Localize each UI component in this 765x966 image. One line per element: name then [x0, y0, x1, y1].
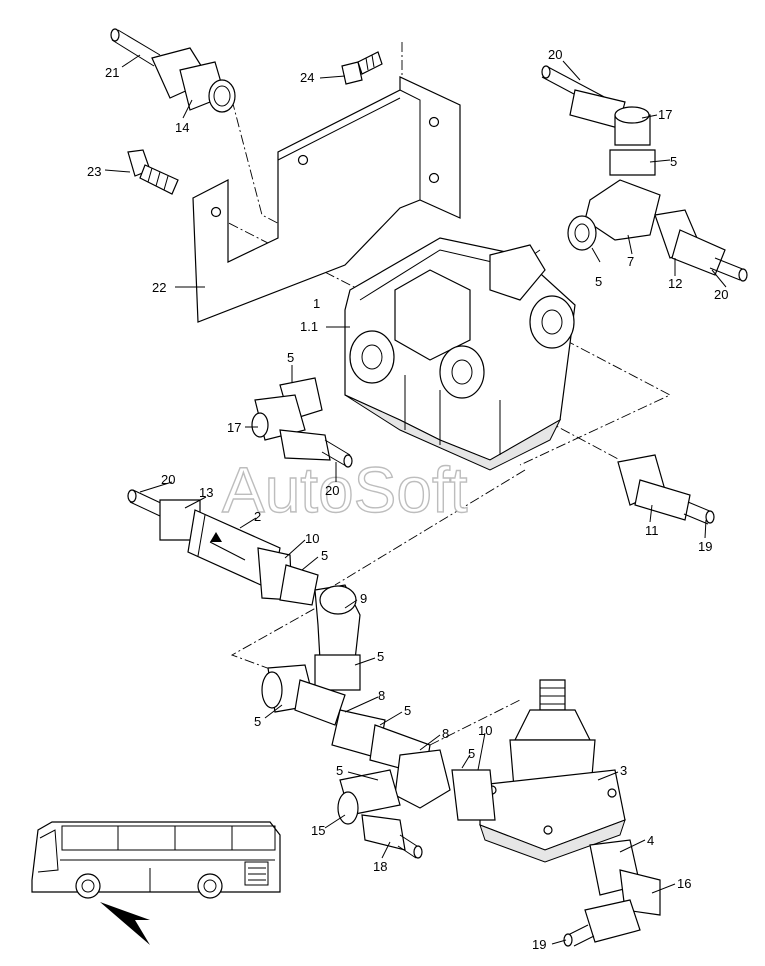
callout-2: 2: [254, 509, 261, 524]
callout-20-right: 20: [714, 287, 728, 302]
callout-13: 13: [199, 485, 213, 500]
callout-18: 18: [373, 859, 387, 874]
callout-5-elbow-9: 5: [377, 649, 384, 664]
callout-5-elbow: 5: [287, 350, 294, 365]
callout-21: 21: [105, 65, 119, 80]
fitting-right-mid: [617, 454, 715, 525]
callout-17-left: 17: [227, 420, 241, 435]
callout-5-tee-left: 5: [595, 274, 602, 289]
callout-1-1: 1.1: [300, 319, 318, 334]
callout-5-lower-mid: 5: [404, 703, 411, 718]
callout-20-top: 20: [548, 47, 562, 62]
callout-19-right: 19: [698, 539, 712, 554]
valve-block: [344, 237, 576, 471]
callout-11: 11: [645, 523, 659, 538]
tee-fitting-upper: [541, 65, 748, 282]
callout-5-tee-low-left: 5: [254, 714, 261, 729]
callout-16: 16: [677, 876, 691, 891]
callout-8-upper: 8: [378, 688, 385, 703]
callout-20-filter: 20: [161, 472, 175, 487]
callout-19-bottom: 19: [532, 937, 546, 952]
callout-1: 1: [313, 296, 320, 311]
callout-5-filter: 5: [321, 548, 328, 563]
watermark-text: AutoSoft: [222, 454, 468, 526]
callout-22: 22: [152, 280, 166, 295]
callout-10-regulator: 10: [478, 723, 492, 738]
inline-filter: [127, 489, 319, 606]
callout-20-mid: 20: [325, 483, 339, 498]
bolt-part: [127, 149, 179, 195]
callout-3: 3: [620, 763, 627, 778]
callout-24: 24: [300, 70, 314, 85]
elbow-fitting-lower-right: [563, 839, 661, 947]
callout-5-tee-low: 5: [336, 763, 343, 778]
tee-fitting-lower-left: [261, 664, 451, 859]
callout-10-filter: 10: [305, 531, 319, 546]
bus-thumbnail: [31, 821, 281, 945]
fitting-top-left: [110, 28, 236, 113]
callout-12: 12: [668, 276, 682, 291]
callout-14: 14: [175, 120, 189, 135]
elbow-fitting-9: [314, 584, 361, 691]
callout-5-tee-top: 5: [670, 154, 677, 169]
callout-17-top: 17: [658, 107, 672, 122]
callout-7: 7: [627, 254, 634, 269]
pressure-regulator: [451, 679, 626, 863]
bracket-plate: [192, 76, 461, 323]
callout-5-regulator: 5: [468, 746, 475, 761]
callout-8-lower: 8: [442, 726, 449, 741]
callout-23: 23: [87, 164, 101, 179]
screw-part: [341, 51, 383, 85]
elbow-fitting-left: [251, 377, 353, 468]
callout-labels: 21 14 24 23 22 1 1.1 20 17 5 5 7 12 20 5…: [87, 47, 728, 952]
callout-9: 9: [360, 591, 367, 606]
callout-15: 15: [311, 823, 325, 838]
leader-lines: [104, 54, 727, 945]
callout-4: 4: [647, 833, 654, 848]
